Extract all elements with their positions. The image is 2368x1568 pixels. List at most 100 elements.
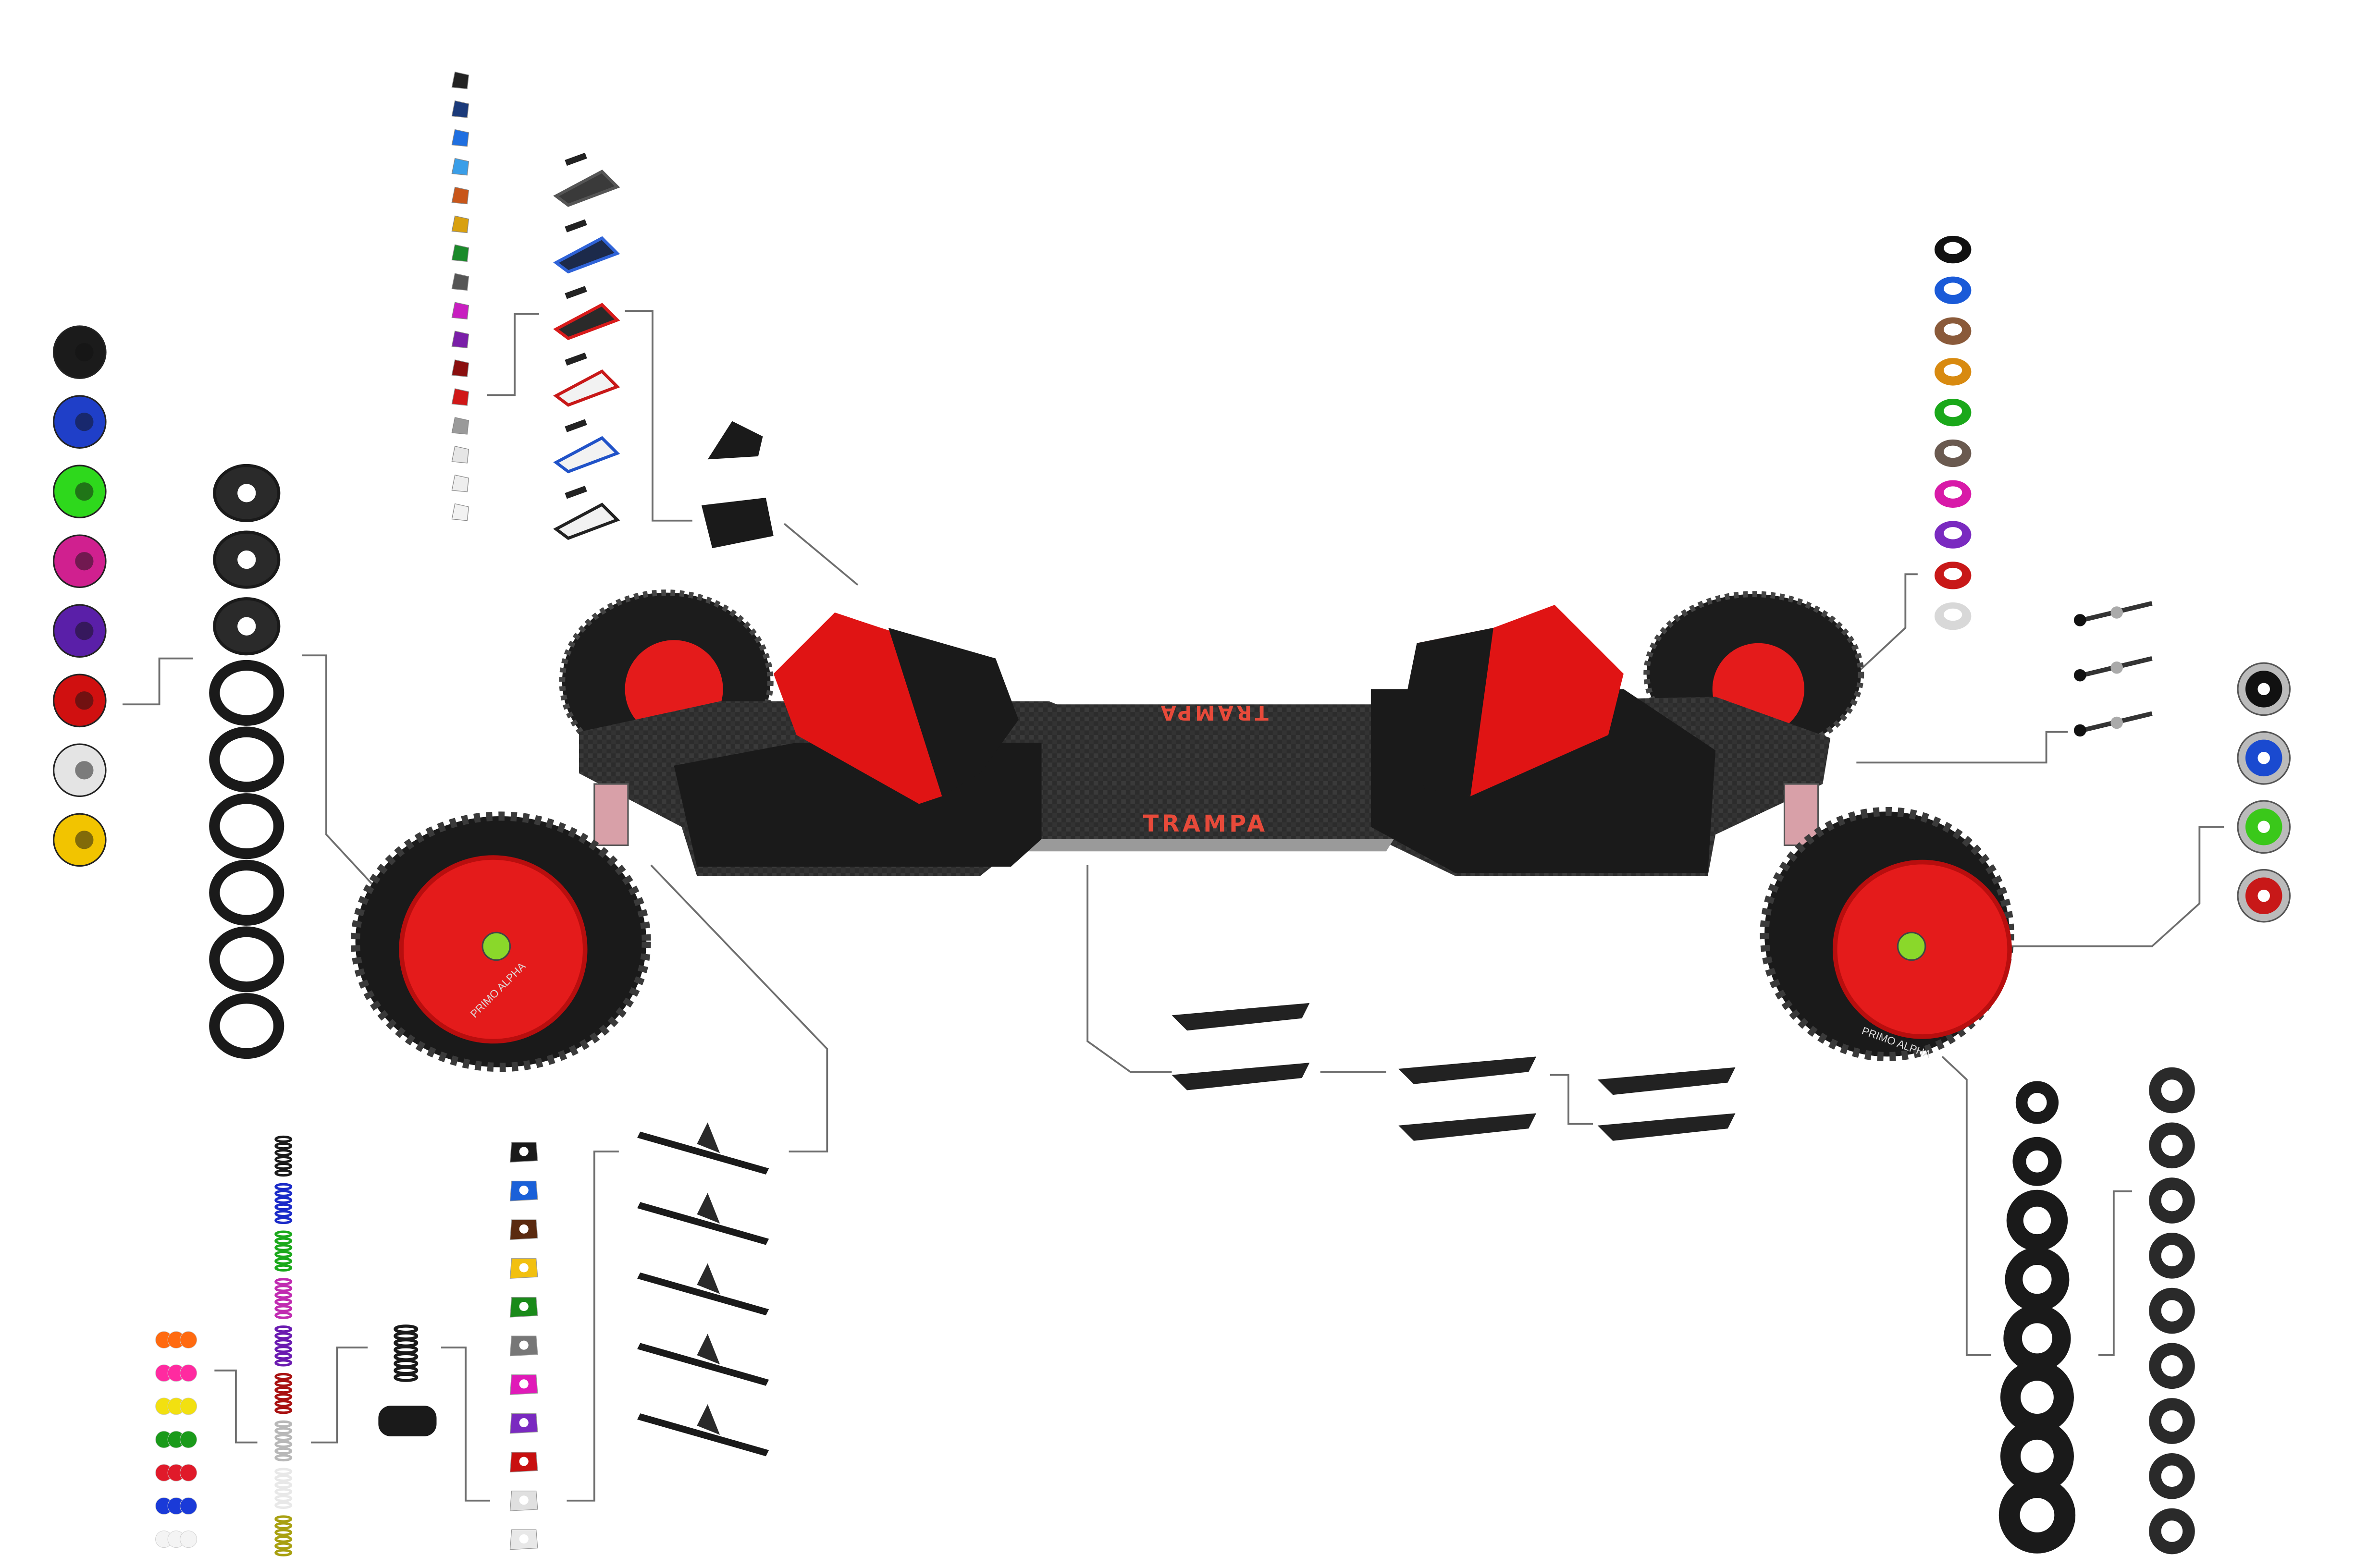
truck-hanger (637, 1263, 769, 1316)
washer-color-variant (1934, 562, 1972, 589)
right-binding-strap (1401, 627, 1493, 796)
buckle-color-variant (451, 388, 469, 406)
brake-bracket (1172, 1003, 1310, 1031)
footpad-variant (553, 219, 620, 274)
tire-variant (2006, 1189, 2068, 1251)
truck-hanger (637, 1193, 769, 1245)
footpad-variant (553, 152, 620, 207)
buckle-color-variant (451, 72, 469, 89)
hub-part (209, 793, 284, 859)
shock-spring (394, 1324, 419, 1382)
hub-part (209, 859, 284, 926)
footpad-variant (553, 286, 620, 341)
elastomer-ball-set (155, 1397, 197, 1415)
spring-variant (274, 1325, 293, 1367)
washer-color-variant (1934, 602, 1972, 630)
tire-variant (2015, 1081, 2059, 1124)
hub-color-variant (53, 534, 107, 588)
spring-variant (274, 1135, 293, 1177)
tire-variant-small (2149, 1122, 2195, 1169)
buckle-color-variant (451, 417, 469, 435)
tire-variant-small (2149, 1177, 2195, 1224)
pivot-bushing-variant (509, 1529, 538, 1550)
axle-bolt (2073, 656, 2153, 682)
buckle-color-variant (451, 244, 469, 262)
washer-color-variant (1934, 317, 1972, 345)
heel-clip-part (701, 497, 774, 549)
washer-color-variant (1934, 480, 1972, 508)
elastomer-ball-set (155, 1431, 197, 1448)
hub-part (213, 464, 281, 522)
tire-variant (2003, 1304, 2071, 1372)
buckle-color-variant (451, 186, 469, 205)
buckle-color-variant (451, 503, 469, 521)
footpad-variant (553, 419, 620, 474)
hub-color-variant (53, 813, 107, 867)
tire-variant (2005, 1247, 2070, 1312)
pivot-bushing-variant (509, 1452, 538, 1473)
tire-variant-small (2149, 1453, 2195, 1499)
bearing (2237, 800, 2291, 854)
pivot-bushing-variant (509, 1335, 538, 1357)
tire-variant (2000, 1419, 2074, 1493)
pivot-bushing-variant (509, 1258, 538, 1279)
washer-color-variant (1934, 358, 1972, 386)
buckle-color-variant (451, 100, 469, 118)
washer-color-variant (1934, 399, 1972, 427)
buckle-color-variant (451, 474, 469, 492)
tire-variant-small (2149, 1398, 2195, 1444)
brake-bracket (1398, 1056, 1537, 1084)
buckle-color-variant (451, 215, 469, 233)
tire-variant (1998, 1477, 2076, 1554)
spring-variant (274, 1420, 293, 1462)
brake-bracket (1597, 1067, 1736, 1095)
pivot-bushing-variant (509, 1142, 538, 1163)
buckle-color-variant (451, 158, 469, 176)
elastomer-ball-set (155, 1497, 197, 1515)
parts-catalog (53, 72, 2291, 1556)
washer-color-variant (1934, 521, 1972, 549)
pivot-bushing-variant (509, 1413, 538, 1434)
right-shock-spring (1783, 783, 1819, 846)
tire-variant-small (2149, 1287, 2195, 1334)
washer-color-variant (1934, 439, 1972, 467)
brake-bracket (1597, 1113, 1736, 1141)
left-binding-strap (888, 627, 1019, 796)
axle-bolt (2073, 711, 2153, 737)
hub-part (213, 530, 281, 589)
brake-bracket (1398, 1113, 1537, 1141)
deck-edge (1011, 839, 1394, 852)
hub-color-variant (53, 604, 107, 658)
tire-variant-small (2149, 1232, 2195, 1279)
bearing (2237, 731, 2291, 785)
hub-part (209, 660, 284, 726)
truck-hanger (637, 1122, 769, 1175)
mountainboard-assembled: TRAMPA TRAMPA PRIMO ALPHA PRIMO ALPHA (351, 589, 2014, 1072)
spring-variant (274, 1230, 293, 1272)
hub-color-variant (53, 743, 107, 797)
tire-variant (2012, 1137, 2062, 1186)
elastomer-ball-set (155, 1331, 197, 1349)
axle-bolt (2073, 601, 2153, 626)
tire-variant-small (2149, 1508, 2195, 1555)
bearing (2237, 662, 2291, 716)
buckle-color-variant (451, 273, 469, 291)
buckle-color-variant (451, 446, 469, 464)
spring-variant (274, 1278, 293, 1319)
elastomer-ball-set (155, 1464, 197, 1482)
washer-color-variant (1934, 276, 1972, 305)
buckle-color-variant (451, 302, 469, 319)
spring-variant (274, 1515, 293, 1556)
deck-brand-logo-top: TRAMPA (1158, 701, 1268, 724)
pivot-bushing-variant (509, 1491, 538, 1511)
spring-variant (274, 1468, 293, 1509)
elastomer-ball-set (155, 1531, 197, 1548)
hub-color-variant (53, 465, 107, 518)
leader-lines (123, 310, 2224, 1502)
elastomer-ball-set (155, 1364, 197, 1382)
hub-color-variant (53, 395, 107, 449)
shock-sleeve (378, 1406, 437, 1436)
buckle-color-variant (451, 129, 469, 147)
hub-color-variant (53, 325, 107, 379)
hub-part (213, 597, 281, 656)
